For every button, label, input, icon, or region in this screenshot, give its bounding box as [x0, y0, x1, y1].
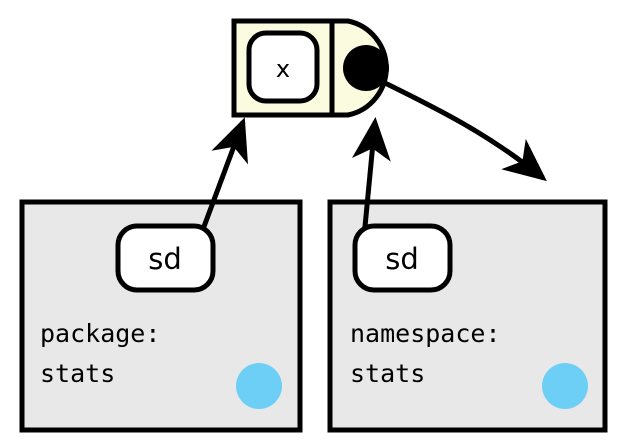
namespace-label-line1: namespace:: [350, 319, 501, 348]
blue-dot-icon: [542, 363, 588, 409]
blue-dot-icon: [236, 363, 282, 409]
package-label-line2: stats: [40, 359, 115, 388]
namespace-sd-badge-label: sd: [385, 242, 419, 276]
package-sd-badge-shape: [115, 223, 216, 293]
arrow-curve: [383, 80, 547, 182]
black-dot-icon: [343, 45, 389, 91]
variable-label: x: [276, 55, 290, 83]
namespace-sd-badge-shape: [352, 223, 453, 293]
package-sd-badge[interactable]: sd: [115, 223, 216, 293]
namespace-label-line2: stats: [350, 359, 425, 388]
environment-node[interactable]: x: [231, 18, 389, 118]
variable-slot: [246, 30, 320, 104]
namespace-sd-badge[interactable]: sd: [352, 223, 453, 293]
package-sd-badge-label: sd: [148, 242, 182, 276]
arrow-node-dot-to-namespace: [383, 80, 547, 182]
package-label-line1: package:: [40, 319, 160, 348]
